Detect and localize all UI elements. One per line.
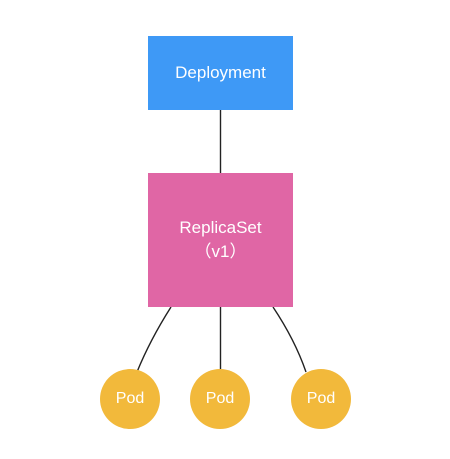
- replicaset-label: ReplicaSet: [179, 218, 262, 237]
- deployment-label: Deployment: [175, 63, 266, 82]
- pod-label: Pod: [115, 390, 145, 407]
- pod-label: Pod: [306, 390, 336, 407]
- replicaset-node: ReplicaSet （v1）: [148, 173, 293, 307]
- replicaset-version-label: （v1）: [194, 242, 247, 261]
- replicaset-to-pod-1-line: [136, 306, 172, 373]
- pod-node-3: Pod: [291, 369, 351, 429]
- pod-node-2: Pod: [190, 369, 250, 429]
- replicaset-to-pod-3-line: [272, 306, 307, 373]
- deployment-node: Deployment: [148, 36, 293, 110]
- pod-label: Pod: [205, 390, 235, 407]
- pod-node-1: Pod: [100, 369, 160, 429]
